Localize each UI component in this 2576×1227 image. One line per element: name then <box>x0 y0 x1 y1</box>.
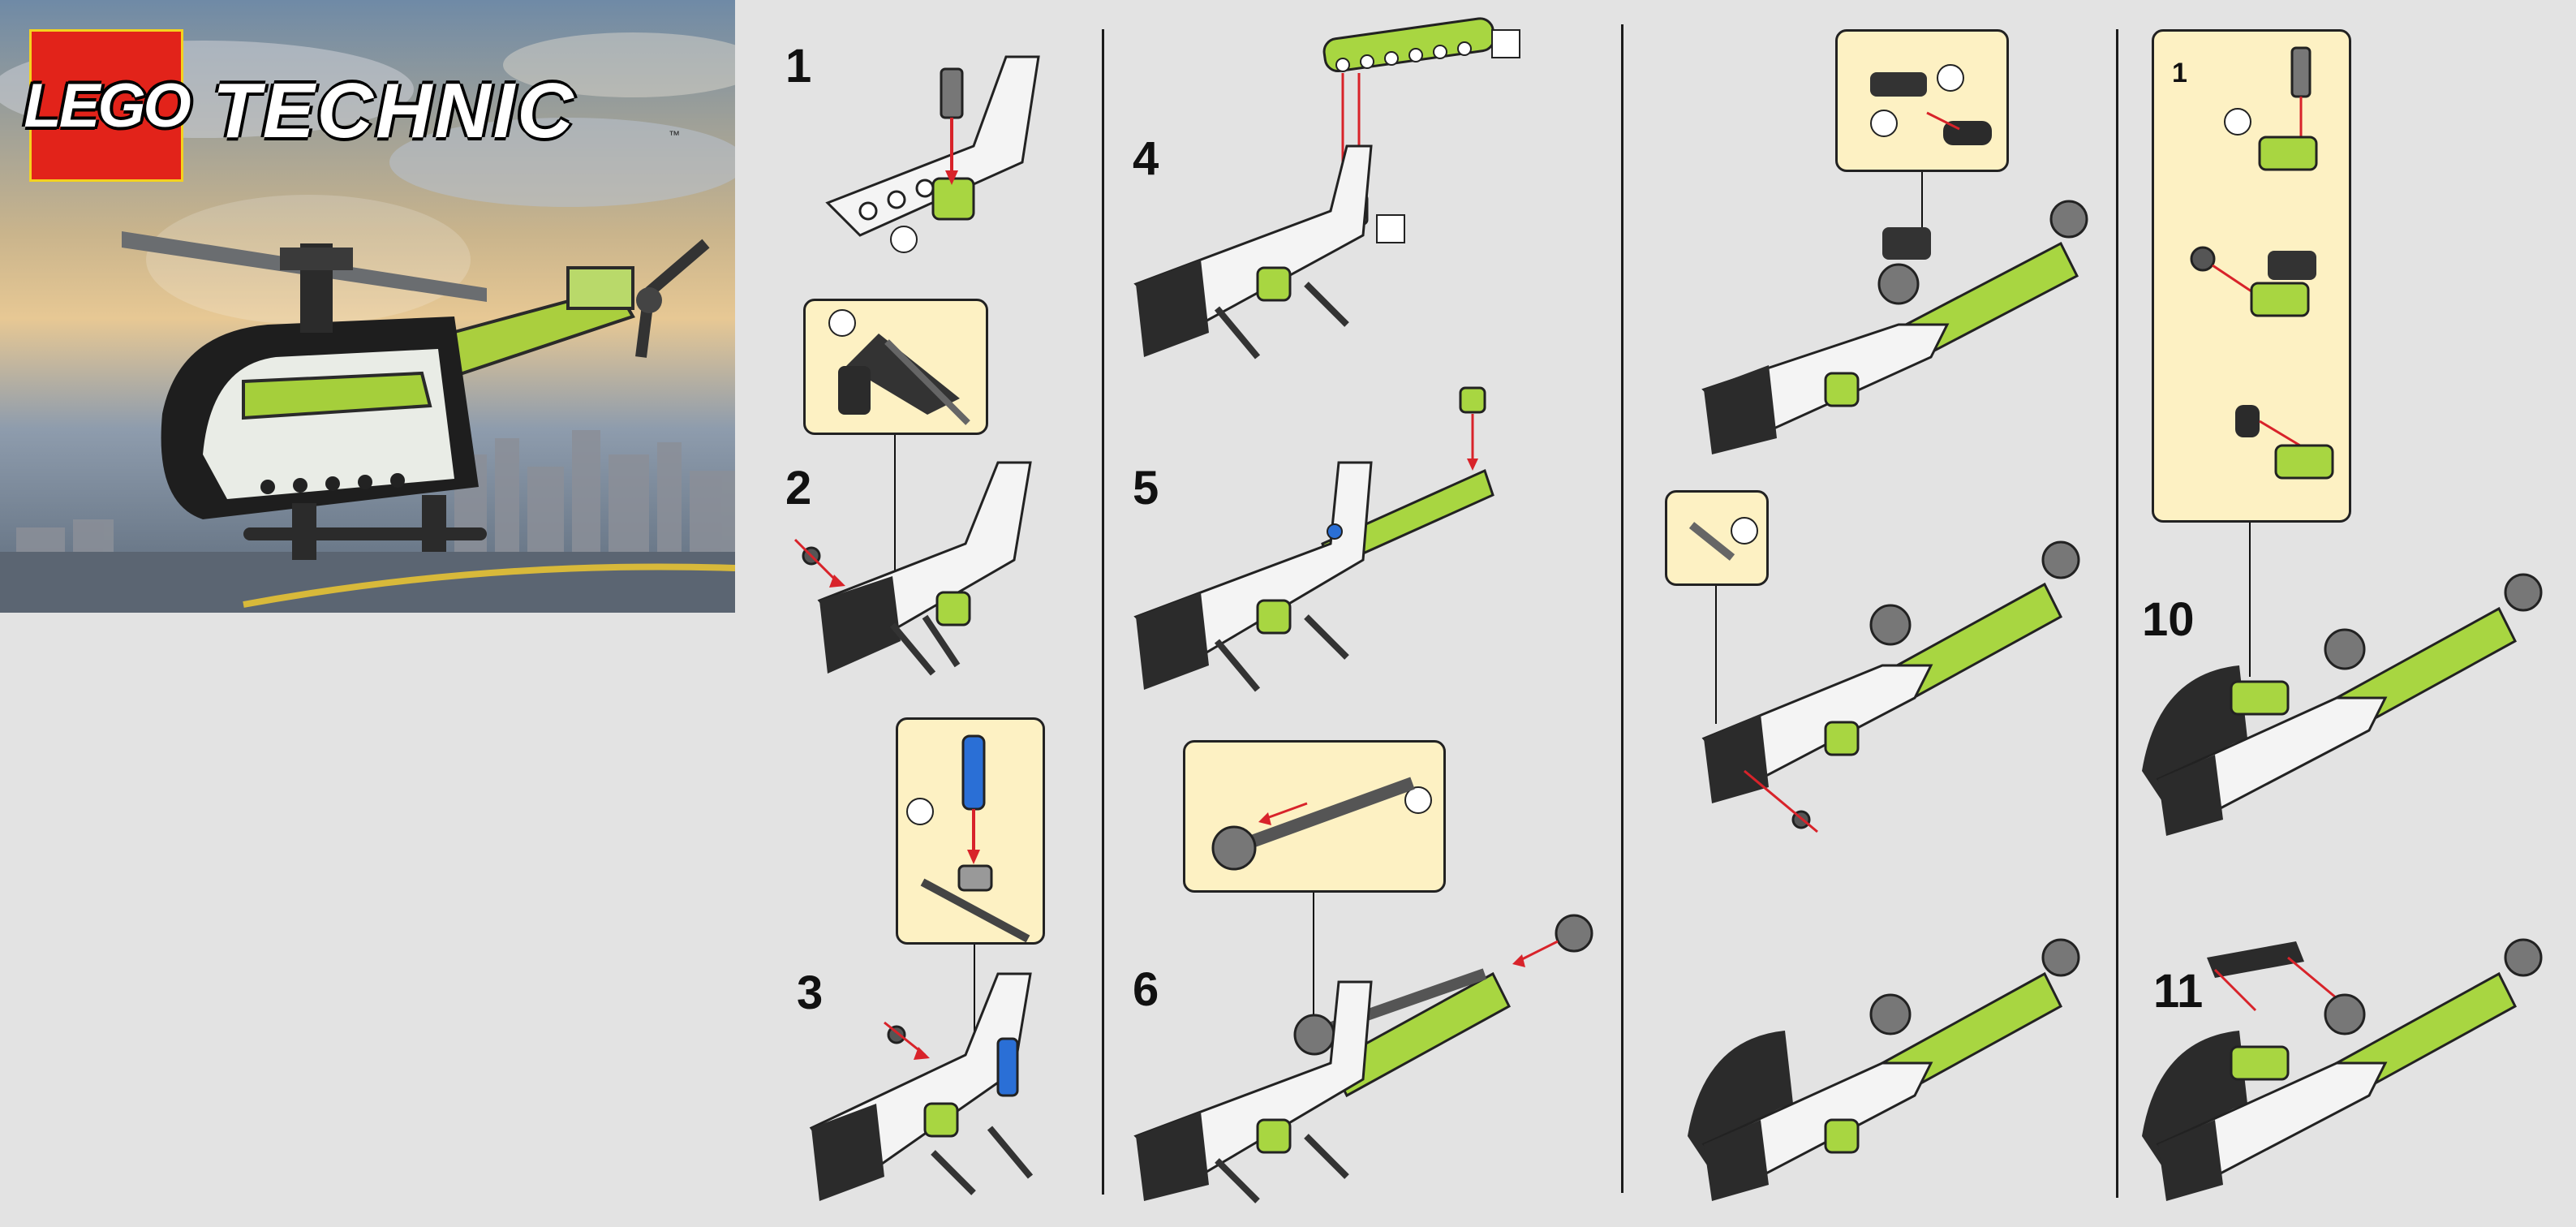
subassembly-illustration <box>2170 48 2341 510</box>
part-quantity-marker <box>1376 214 1405 243</box>
trademark-symbol: ™ <box>669 128 680 141</box>
step-2-illustration <box>795 454 1063 690</box>
step-3-callout <box>896 717 1045 945</box>
subassembly-callout: 1 <box>2152 29 2351 523</box>
step-6-callout-part <box>1202 759 1429 880</box>
column-divider <box>2116 29 2118 1198</box>
part-quantity-marker <box>1491 29 1520 58</box>
step-3-illustration <box>803 966 1063 1201</box>
series-title: TECHNIC <box>213 67 576 156</box>
part-quantity-marker <box>890 226 918 253</box>
step-10-illustration <box>2142 568 2548 844</box>
step-2-callout <box>803 299 988 435</box>
column-divider <box>1621 24 1623 1193</box>
step-7-callout <box>1835 29 2009 172</box>
step-5-illustration <box>1136 381 1525 690</box>
step-number-1: 1 <box>785 39 811 93</box>
step-9-illustration <box>1688 941 2109 1209</box>
step-4-illustration <box>1136 24 1525 365</box>
lego-logo-text: LEGO <box>24 71 188 141</box>
column-divider <box>1102 29 1104 1195</box>
lego-logo: LEGO <box>29 29 183 182</box>
step-2-callout-part <box>814 317 976 431</box>
step-6-callout <box>1183 740 1446 893</box>
step-11-illustration <box>2142 933 2548 1209</box>
step-8-illustration <box>1688 536 2109 844</box>
cover-image: LEGO TECHNIC ™ <box>0 0 735 613</box>
step-6-illustration <box>1136 901 1590 1201</box>
step-1-illustration <box>811 24 1071 268</box>
step-3-callout-part <box>914 736 1036 939</box>
step-7-callout-part <box>1854 48 2000 161</box>
step-7-illustration <box>1704 195 2093 454</box>
